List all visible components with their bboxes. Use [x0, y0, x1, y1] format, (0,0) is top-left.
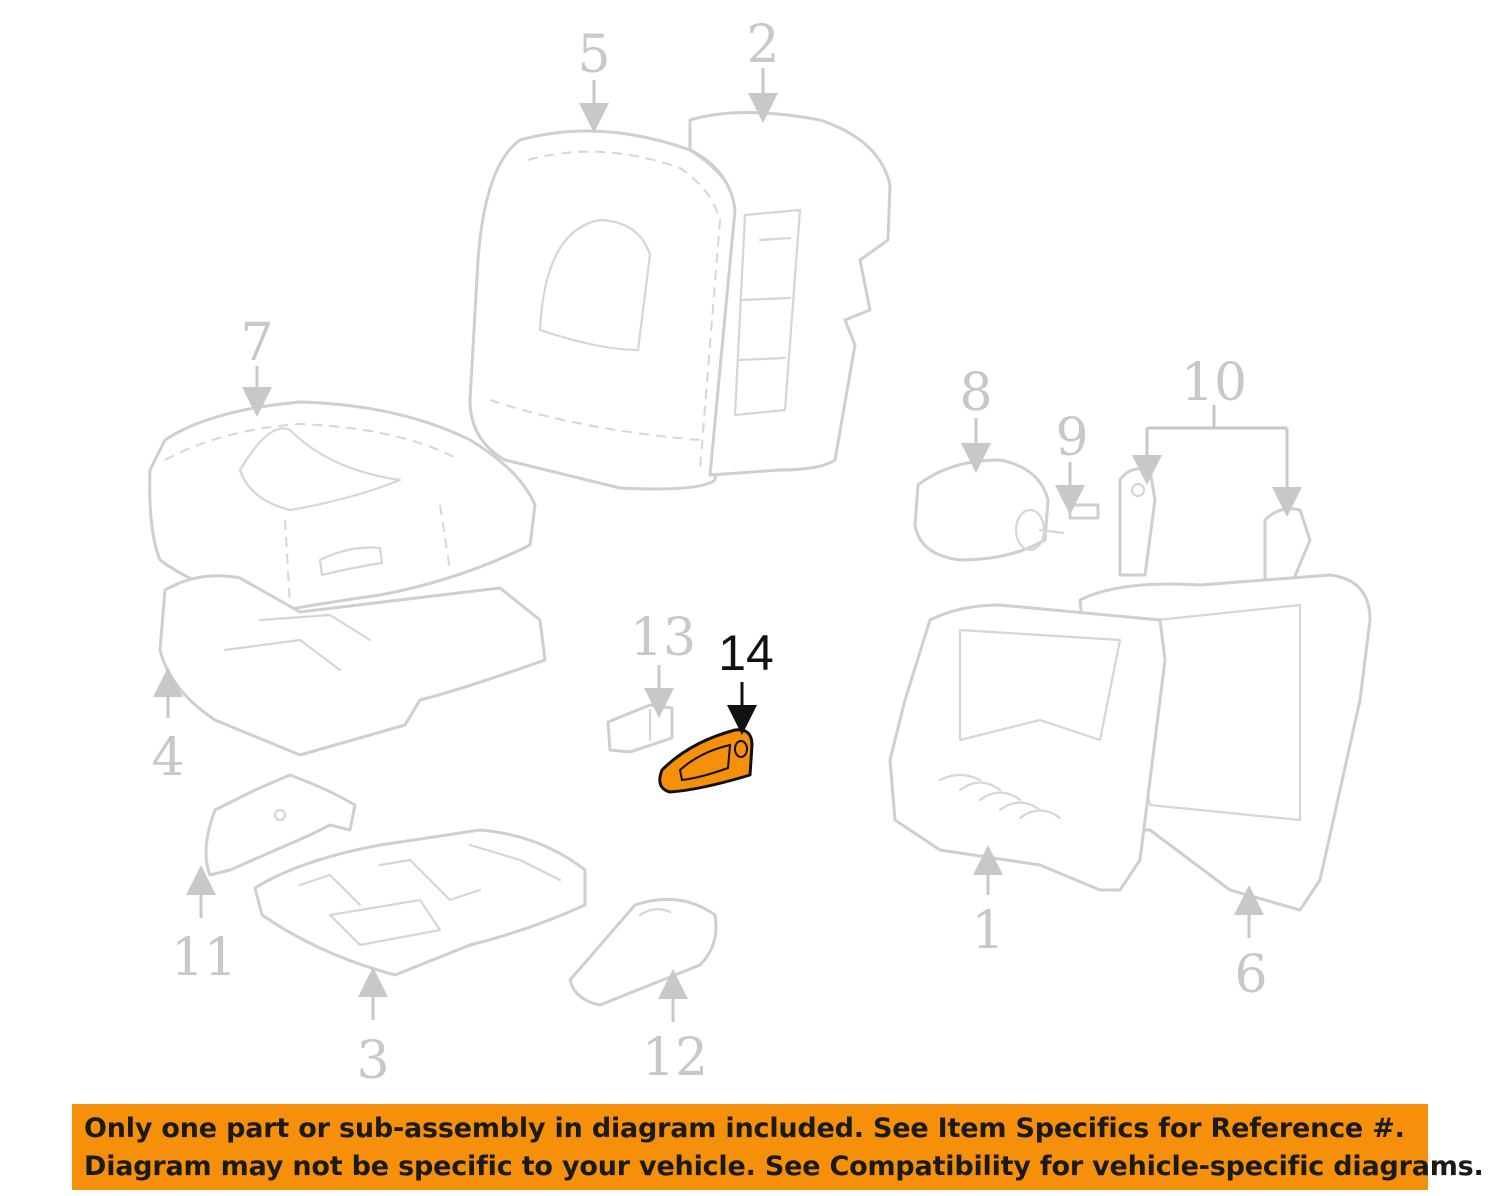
disclaimer-line-1: Only one part or sub-assembly in diagram…: [84, 1113, 1405, 1144]
part-5-seat-back-cushion: [468, 129, 742, 491]
callout-5: 5: [577, 25, 610, 85]
callout-8: 8: [959, 363, 992, 423]
callout-3: 3: [356, 1031, 389, 1091]
part-3-seat-pan: [253, 828, 587, 977]
callout-12: 12: [642, 1028, 708, 1088]
callout-6: 6: [1234, 945, 1267, 1005]
callout-13: 13: [630, 608, 696, 668]
callout-4: 4: [151, 728, 184, 788]
callout-2: 2: [746, 15, 779, 75]
disclaimer-line-2: Diagram may not be specific to your vehi…: [84, 1151, 1484, 1182]
callout-11: 11: [171, 928, 237, 988]
callout-9: 9: [1055, 408, 1088, 468]
part-12-side-shield: [568, 897, 718, 1007]
part-8-headrest: [913, 458, 1065, 562]
part-11-side-bracket: [204, 773, 357, 877]
part-9-bolt: [1068, 503, 1100, 520]
seat-parts-diagram: 5 2 7 4 11 3 12 13 14 8 9 10 1 6: [148, 15, 1372, 1091]
callout-arrows: [153, 68, 1302, 1022]
part-1-front-frame: [888, 603, 1167, 892]
part-7-seat-cushion: [148, 400, 537, 612]
callout-7: 7: [240, 313, 273, 373]
part-14-handle-bezel: [658, 728, 754, 794]
part-4-cushion-base: [158, 574, 547, 757]
callout-10: 10: [1181, 353, 1247, 413]
callout-14: 14: [718, 625, 774, 681]
part-13-switch: [606, 703, 674, 754]
disclaimer-banner: Only one part or sub-assembly in diagram…: [72, 1104, 1484, 1190]
callout-1: 1: [971, 901, 1004, 961]
